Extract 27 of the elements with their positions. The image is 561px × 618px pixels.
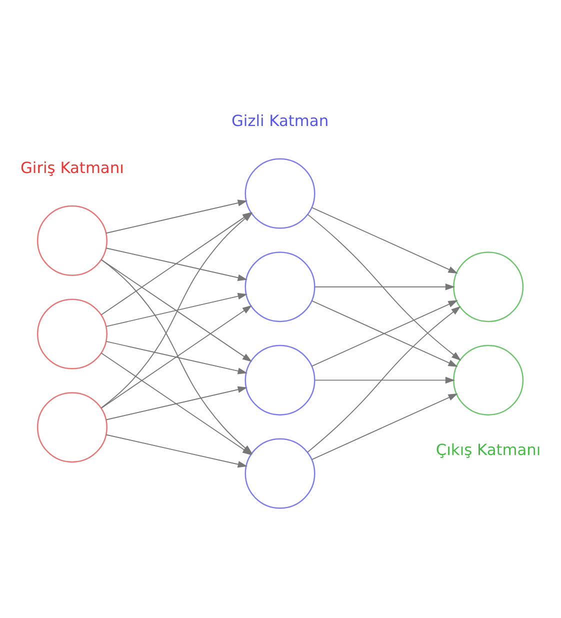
arrow [307,214,462,361]
arrow [314,376,456,384]
node-circle [244,344,316,416]
node-circle [453,344,524,416]
node-circle [244,438,316,509]
node-circle [244,158,316,229]
arrow [106,248,248,281]
label: Çıkış Katmanı [436,441,541,460]
arrow [106,434,248,468]
arrow [311,394,458,460]
arrow [307,306,461,453]
arrow [106,292,248,327]
node-circle [36,298,108,370]
label: Giriş Katmanı [20,159,124,178]
arrow [106,200,248,234]
arrow [100,259,252,362]
arrow [106,386,248,420]
node-circle [453,252,524,322]
node-circle [244,252,316,322]
arrow [100,305,252,409]
node-circle [36,205,108,276]
arrow [314,284,456,290]
node-circle [36,392,108,463]
label: Gizli Katman [231,112,329,130]
arrow [106,340,248,374]
arrow [311,300,458,367]
arrow [311,207,458,274]
